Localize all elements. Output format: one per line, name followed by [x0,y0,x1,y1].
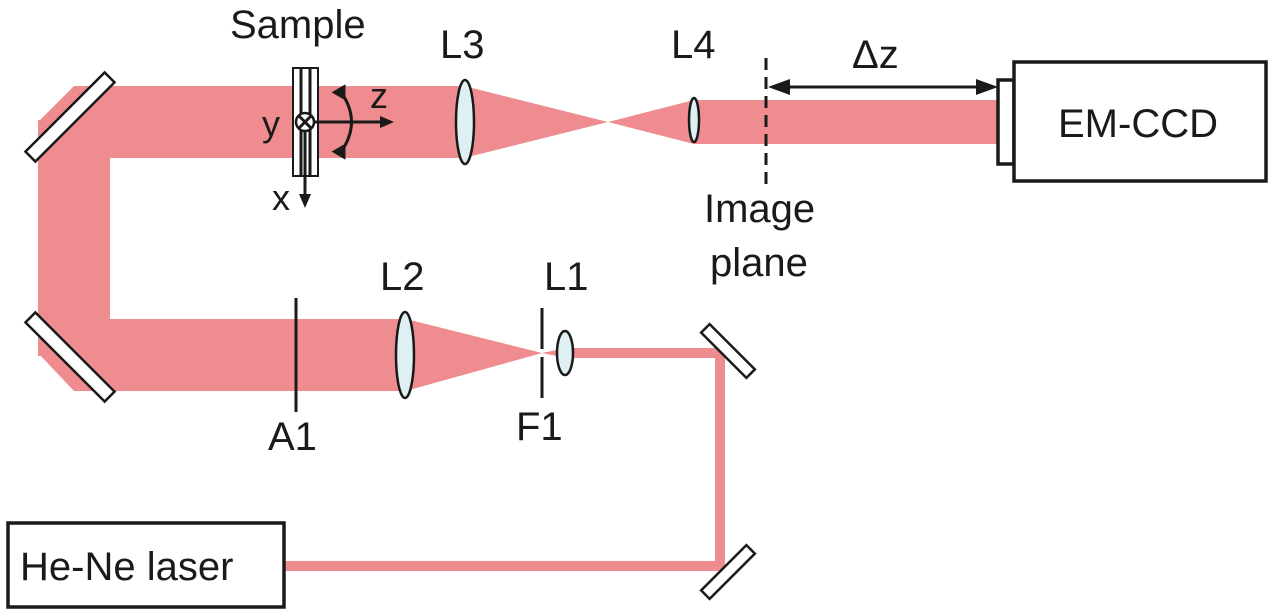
detector-window [996,78,1016,166]
detector-box [1012,60,1268,183]
label-delta-z: Δz [852,33,899,77]
lens-l3 [454,78,476,166]
label-l1: L1 [544,255,589,299]
label-image-plane-2: plane [710,241,808,285]
label-l3: L3 [440,23,485,67]
label-image-plane-1: Image [704,187,815,231]
label-a1: A1 [268,415,317,459]
mirror-upper-right [699,322,757,380]
label-axis-y: y [262,103,280,144]
mirror-upper-left [23,70,117,164]
beam-l4-cone [608,100,694,144]
beam-laser-out [285,561,725,571]
label-detector: EM-CCD [1058,102,1218,146]
lens-l1 [555,329,575,377]
beam-l3-cone [464,86,608,158]
sample-axes [294,84,394,208]
lens-l2 [394,310,416,400]
label-axis-z: z [370,75,388,116]
label-f1: F1 [516,405,563,449]
beam-wide-upper [108,86,466,158]
label-l2: L2 [380,255,425,299]
laser-box [6,521,286,609]
beam-focus-to-l2 [402,318,542,392]
beam-vertical-right [715,352,725,571]
mirror-lower-left [23,310,117,404]
label-axis-x: x [272,177,290,218]
laser-beam [38,86,998,571]
label-laser: He-Ne laser [20,545,233,589]
label-l4: L4 [671,23,716,67]
beam-to-detector [694,100,998,144]
beam-to-l1 [568,348,725,358]
delta-z-arrow [768,79,998,95]
beam-wide-lower [105,319,403,391]
label-sample: Sample [230,3,366,47]
beam-vertical-left [38,120,110,356]
lens-l4 [687,96,701,144]
mirror-lower-right [699,543,757,601]
